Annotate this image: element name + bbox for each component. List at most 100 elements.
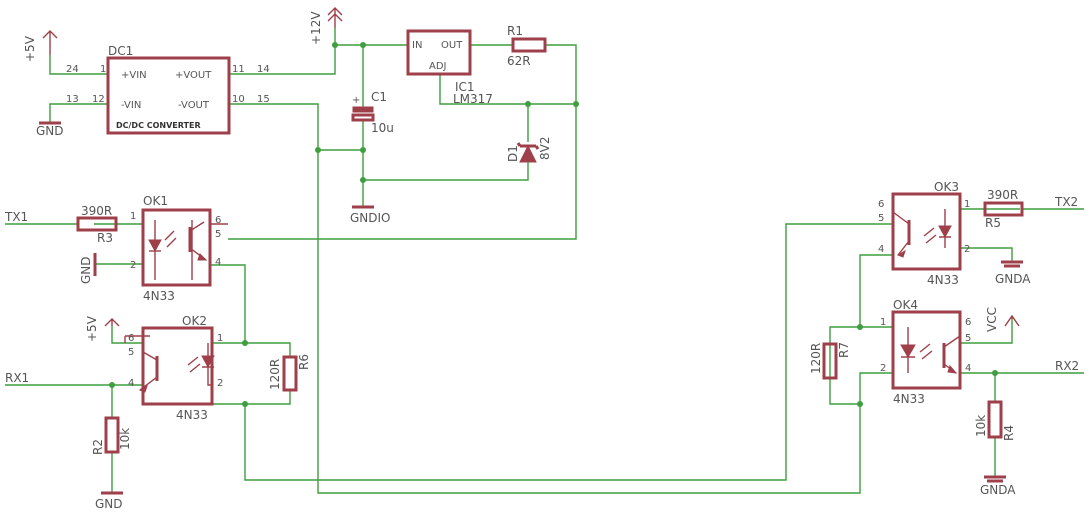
supply-label: +5V (23, 35, 37, 62)
pin-number: 1 (100, 64, 106, 75)
pin-number: 6 (965, 317, 971, 328)
pin-number: 1 (130, 211, 136, 222)
r7-value: 120R (809, 343, 823, 374)
pin-number: 5 (215, 229, 221, 240)
pin-number: 6 (878, 199, 884, 210)
ic1-pin-adj: ADJ (429, 61, 447, 72)
junction (857, 401, 863, 407)
polarity-plus: + (352, 95, 360, 106)
ground-label: GNDA (980, 483, 1016, 497)
ok1-part: 4N33 (143, 289, 175, 303)
pin-number: 5 (128, 347, 134, 358)
dc1-pin-vout-plus: +VOUT (175, 70, 212, 81)
ok4-name: OK4 (893, 298, 918, 312)
r4-name: R4 (1002, 425, 1016, 441)
junction (332, 42, 338, 48)
r7-name: R7 (837, 342, 851, 358)
ok1-optocoupler: OK1 4N33 1 2 6 5 4 (130, 194, 228, 303)
wire-number: 13 (66, 94, 79, 105)
ground-ok1: GND (79, 253, 97, 284)
r6-name: R6 (297, 354, 311, 370)
r5-value: 390R (987, 188, 1018, 202)
dc1-name: DC1 (108, 44, 133, 58)
junction (573, 101, 579, 107)
dc1-pin-vin-plus: +VIN (121, 70, 147, 81)
supply-vcc: VCC (985, 307, 1020, 332)
ok2-optocoupler: OK2 4N33 6 5 4 1 2 (124, 314, 223, 422)
r7-resistor: 120R R7 (809, 342, 851, 380)
dc1-pin-vin-minus: -VIN (121, 100, 141, 111)
ok3-name: OK3 (934, 180, 959, 194)
d1-value: 8V2 (538, 137, 552, 160)
r3-name: R3 (97, 231, 113, 245)
ok2-name: OK2 (182, 314, 207, 328)
pin-number: 11 (232, 64, 245, 75)
pin-number: 5 (878, 213, 884, 224)
junction (242, 401, 248, 407)
pin-number: 2 (217, 378, 223, 389)
junction (857, 324, 863, 330)
pin-number: 5 (965, 333, 971, 344)
pin-number: 1 (964, 199, 970, 210)
pin-number: 6 (128, 333, 134, 344)
ok3-part: 4N33 (927, 273, 959, 287)
ground-dc1: GND (36, 121, 64, 138)
junction (315, 147, 321, 153)
ok4-optocoupler: OK4 4N33 1 2 6 5 4 (880, 298, 971, 406)
ground-gnda-ok3: GNDA (995, 260, 1031, 286)
pin-number: 6 (215, 215, 221, 226)
supply-12v: +12V (309, 7, 343, 45)
pin-number: 1 (880, 317, 886, 328)
ic1-pin-in: IN (412, 40, 422, 51)
junction (360, 147, 366, 153)
pin-number: 4 (215, 257, 221, 268)
junction (360, 177, 366, 183)
dc1-pin-vout-minus: -VOUT (178, 100, 210, 111)
ok2-part: 4N33 (176, 408, 208, 422)
ground-r2: GND (95, 491, 123, 511)
wire-number: 15 (257, 94, 270, 105)
ground-label: GND (79, 256, 93, 284)
r2-value: 10k (118, 428, 132, 450)
net-label-rx2: RX2 (1055, 359, 1079, 373)
ground-label: GND (95, 497, 123, 511)
junction (525, 101, 531, 107)
supply-label: VCC (985, 307, 999, 332)
pin-number: 2 (130, 260, 136, 271)
junction (360, 42, 366, 48)
supply-label: +5V (85, 315, 99, 342)
wire-number: 14 (257, 64, 270, 75)
r1-name: R1 (507, 24, 523, 38)
ok4-part: 4N33 (893, 392, 925, 406)
ground-label: GNDIO (350, 211, 391, 225)
pin-number: 12 (92, 94, 105, 105)
r2-name: R2 (91, 439, 105, 455)
supply-5v-ok2: +5V (85, 315, 120, 342)
supply-5v-left: +5V (23, 30, 58, 62)
ic1-regulator: IN OUT ADJ IC1 LM317 (406, 29, 493, 106)
r6-value: 120R (268, 359, 282, 390)
r2-resistor: R2 10k (91, 416, 132, 455)
pin-number: 2 (964, 244, 970, 255)
r1-value: 62R (507, 54, 531, 68)
ok3-optocoupler: OK3 4N33 6 5 4 1 2 (878, 180, 970, 287)
ic1-name: IC1 (455, 80, 475, 94)
supply-label: +12V (309, 11, 323, 45)
d1-zener: D1 8V2 (506, 137, 552, 173)
net-label-tx2: TX2 (1054, 195, 1078, 209)
r3-resistor: 390R R3 (76, 204, 118, 245)
r5-name: R5 (985, 216, 1001, 230)
r3-value: 390R (81, 204, 112, 218)
ic1-value: LM317 (453, 92, 493, 106)
junction (992, 370, 998, 376)
r4-resistor: 10k R4 (974, 400, 1016, 441)
d1-name: D1 (506, 145, 520, 162)
pin-number: 4 (965, 363, 971, 374)
r4-value: 10k (974, 415, 988, 437)
junction (242, 340, 248, 346)
ground-label: GNDA (995, 272, 1031, 286)
c1-value: 10u (371, 121, 394, 135)
ic1-pin-out: OUT (441, 40, 463, 51)
junction (109, 382, 115, 388)
